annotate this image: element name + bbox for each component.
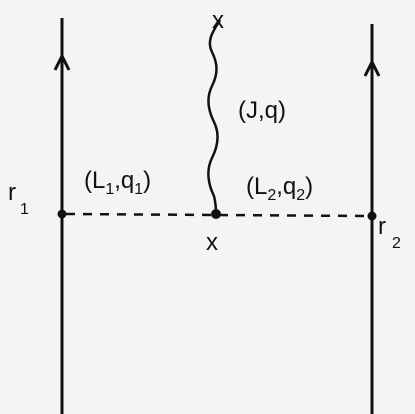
left-line-label: r xyxy=(8,179,16,206)
right-segment-label: (L2,q2) xyxy=(246,173,313,204)
left-arrow-icon xyxy=(53,52,71,71)
right-line-label-sub: 2 xyxy=(392,235,401,252)
right-vertex-dot xyxy=(367,211,377,221)
left-line-label-sub: 1 xyxy=(20,201,29,218)
right-line-label: r xyxy=(378,213,386,240)
wavy-line xyxy=(207,19,222,215)
wavy-end-marker: x xyxy=(212,7,224,34)
vertex-marker: x xyxy=(206,229,218,256)
right-arrow-icon xyxy=(363,58,381,77)
center-vertex-dot xyxy=(211,209,221,219)
left-vertex-dot xyxy=(57,209,67,219)
wavy-line-label: (J,q) xyxy=(238,97,286,124)
left-segment-label: (L1,q1) xyxy=(84,167,151,198)
